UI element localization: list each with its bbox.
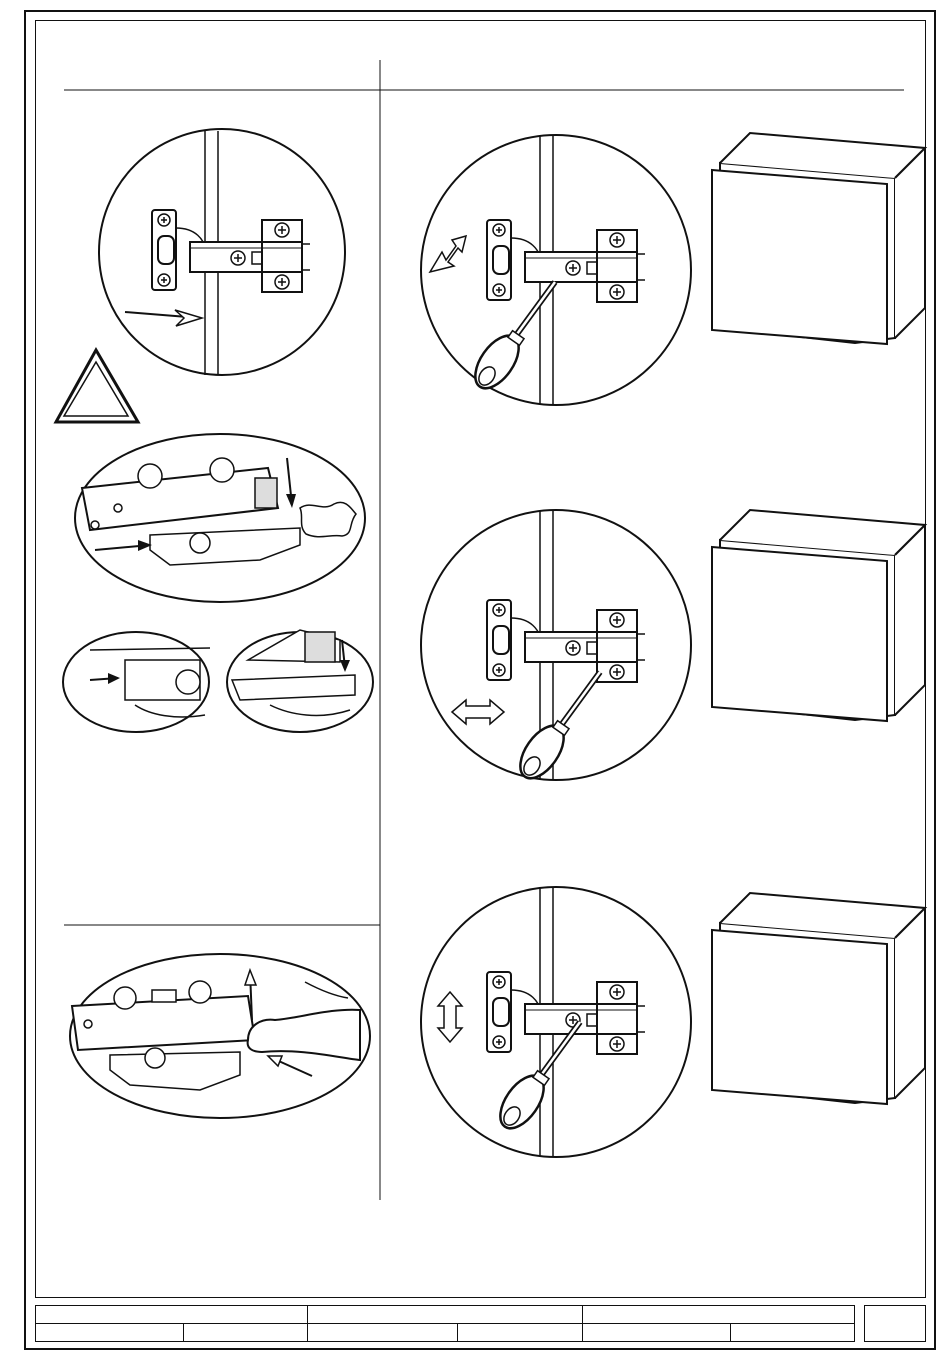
clip-on-detail-ellipse [75, 434, 365, 602]
title-cell-8 [583, 1324, 731, 1341]
adjust-step-3 [421, 887, 925, 1157]
title-cell-4 [36, 1324, 184, 1341]
title-cell-2 [308, 1306, 583, 1323]
engage-detail-left [63, 632, 210, 732]
adjust-step-2 [421, 510, 925, 786]
warning-triangle-icon [56, 350, 138, 422]
title-cell-3 [583, 1306, 855, 1323]
title-cell-9 [731, 1324, 855, 1341]
title-cell-7 [458, 1324, 583, 1341]
title-block [35, 1305, 855, 1342]
hinge-detail-circle [99, 129, 345, 375]
engage-detail-right [227, 630, 373, 732]
title-cell-5 [184, 1324, 308, 1341]
page-number-box [864, 1305, 926, 1342]
adjust-step-1 [421, 133, 925, 405]
title-cell-6 [308, 1324, 458, 1341]
title-cell-1 [36, 1306, 308, 1323]
release-detail-ellipse [70, 954, 370, 1118]
